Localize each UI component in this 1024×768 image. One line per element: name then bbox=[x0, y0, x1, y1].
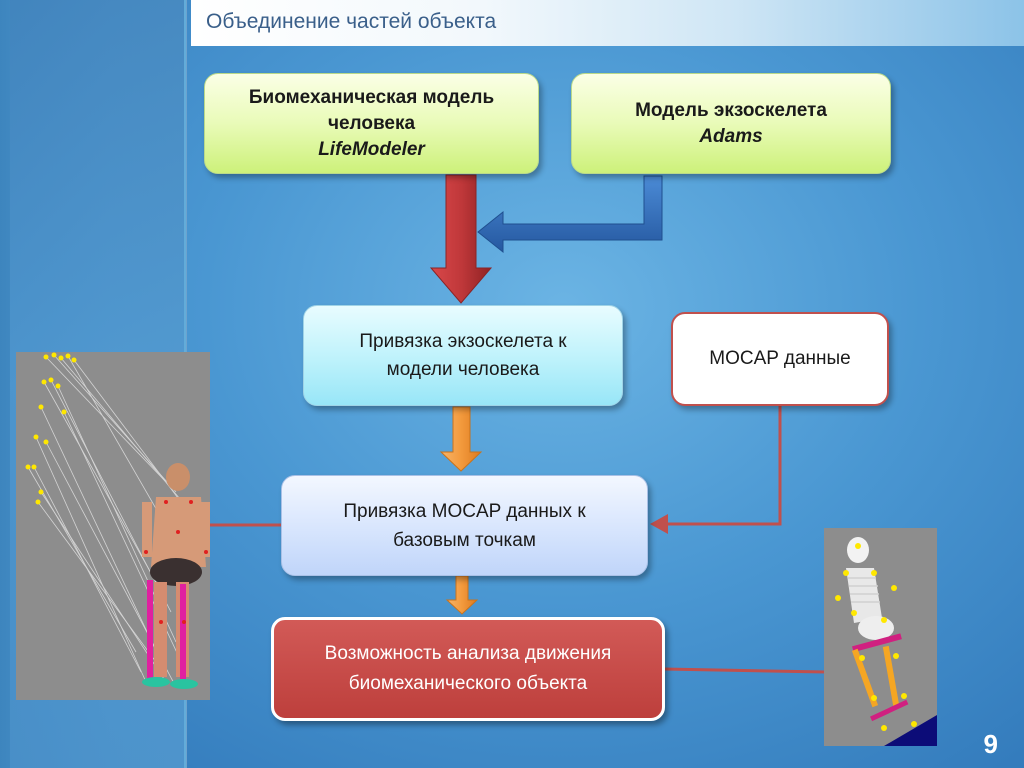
biomechanical-model-box: Биомеханическая модель человека LifeMode… bbox=[204, 73, 539, 174]
binding-line-1: Привязка экзоскелета к bbox=[359, 330, 567, 352]
mocap-data-box: MOCAP данные bbox=[671, 312, 889, 406]
exo-line-2: Adams bbox=[699, 125, 763, 147]
exoskeleton-model-box: Модель экзоскелета Adams bbox=[571, 73, 891, 174]
exoskeleton-binding-box: Привязка экзоскелета к модели человека bbox=[303, 305, 623, 406]
slide-title: Объединение частей объекта bbox=[206, 10, 497, 33]
orange-arrow-1 bbox=[439, 406, 483, 472]
analysis-line-1: Возможность анализа движения bbox=[324, 643, 612, 664]
analysis-line-2: биомеханического объекта bbox=[348, 673, 588, 694]
blue-elbow-arrow bbox=[477, 175, 663, 254]
mocap-connector-arrowhead bbox=[650, 514, 668, 534]
right-photo-connector bbox=[663, 667, 827, 674]
title-bar bbox=[191, 0, 1024, 46]
orange-arrow-2 bbox=[445, 575, 479, 615]
skeleton-illustration bbox=[835, 537, 937, 746]
mocap-connector-line bbox=[665, 406, 782, 526]
human-model-illustration bbox=[25, 352, 210, 689]
human-model-photo bbox=[16, 352, 210, 700]
mocap-binding-box: Привязка MOCAP данных к базовым точкам bbox=[281, 475, 648, 576]
binding-line-2: модели человека bbox=[386, 358, 540, 380]
mocap-binding-line-2: базовым точкам bbox=[393, 529, 536, 551]
red-down-arrow bbox=[429, 174, 493, 304]
biomech-line-3: LifeModeler bbox=[318, 138, 425, 160]
skeleton-model-photo bbox=[824, 528, 937, 746]
mocap-label: MOCAP данные bbox=[709, 348, 851, 369]
mocap-binding-line-1: Привязка MOCAP данных к bbox=[343, 500, 586, 522]
motion-analysis-box: Возможность анализа движения биомеханиче… bbox=[271, 617, 665, 721]
biomech-line-2: человека bbox=[327, 112, 416, 134]
exo-line-1: Модель экзоскелета bbox=[635, 99, 827, 121]
biomech-line-1: Биомеханическая модель bbox=[248, 86, 495, 108]
page-number: 9 bbox=[983, 729, 998, 759]
